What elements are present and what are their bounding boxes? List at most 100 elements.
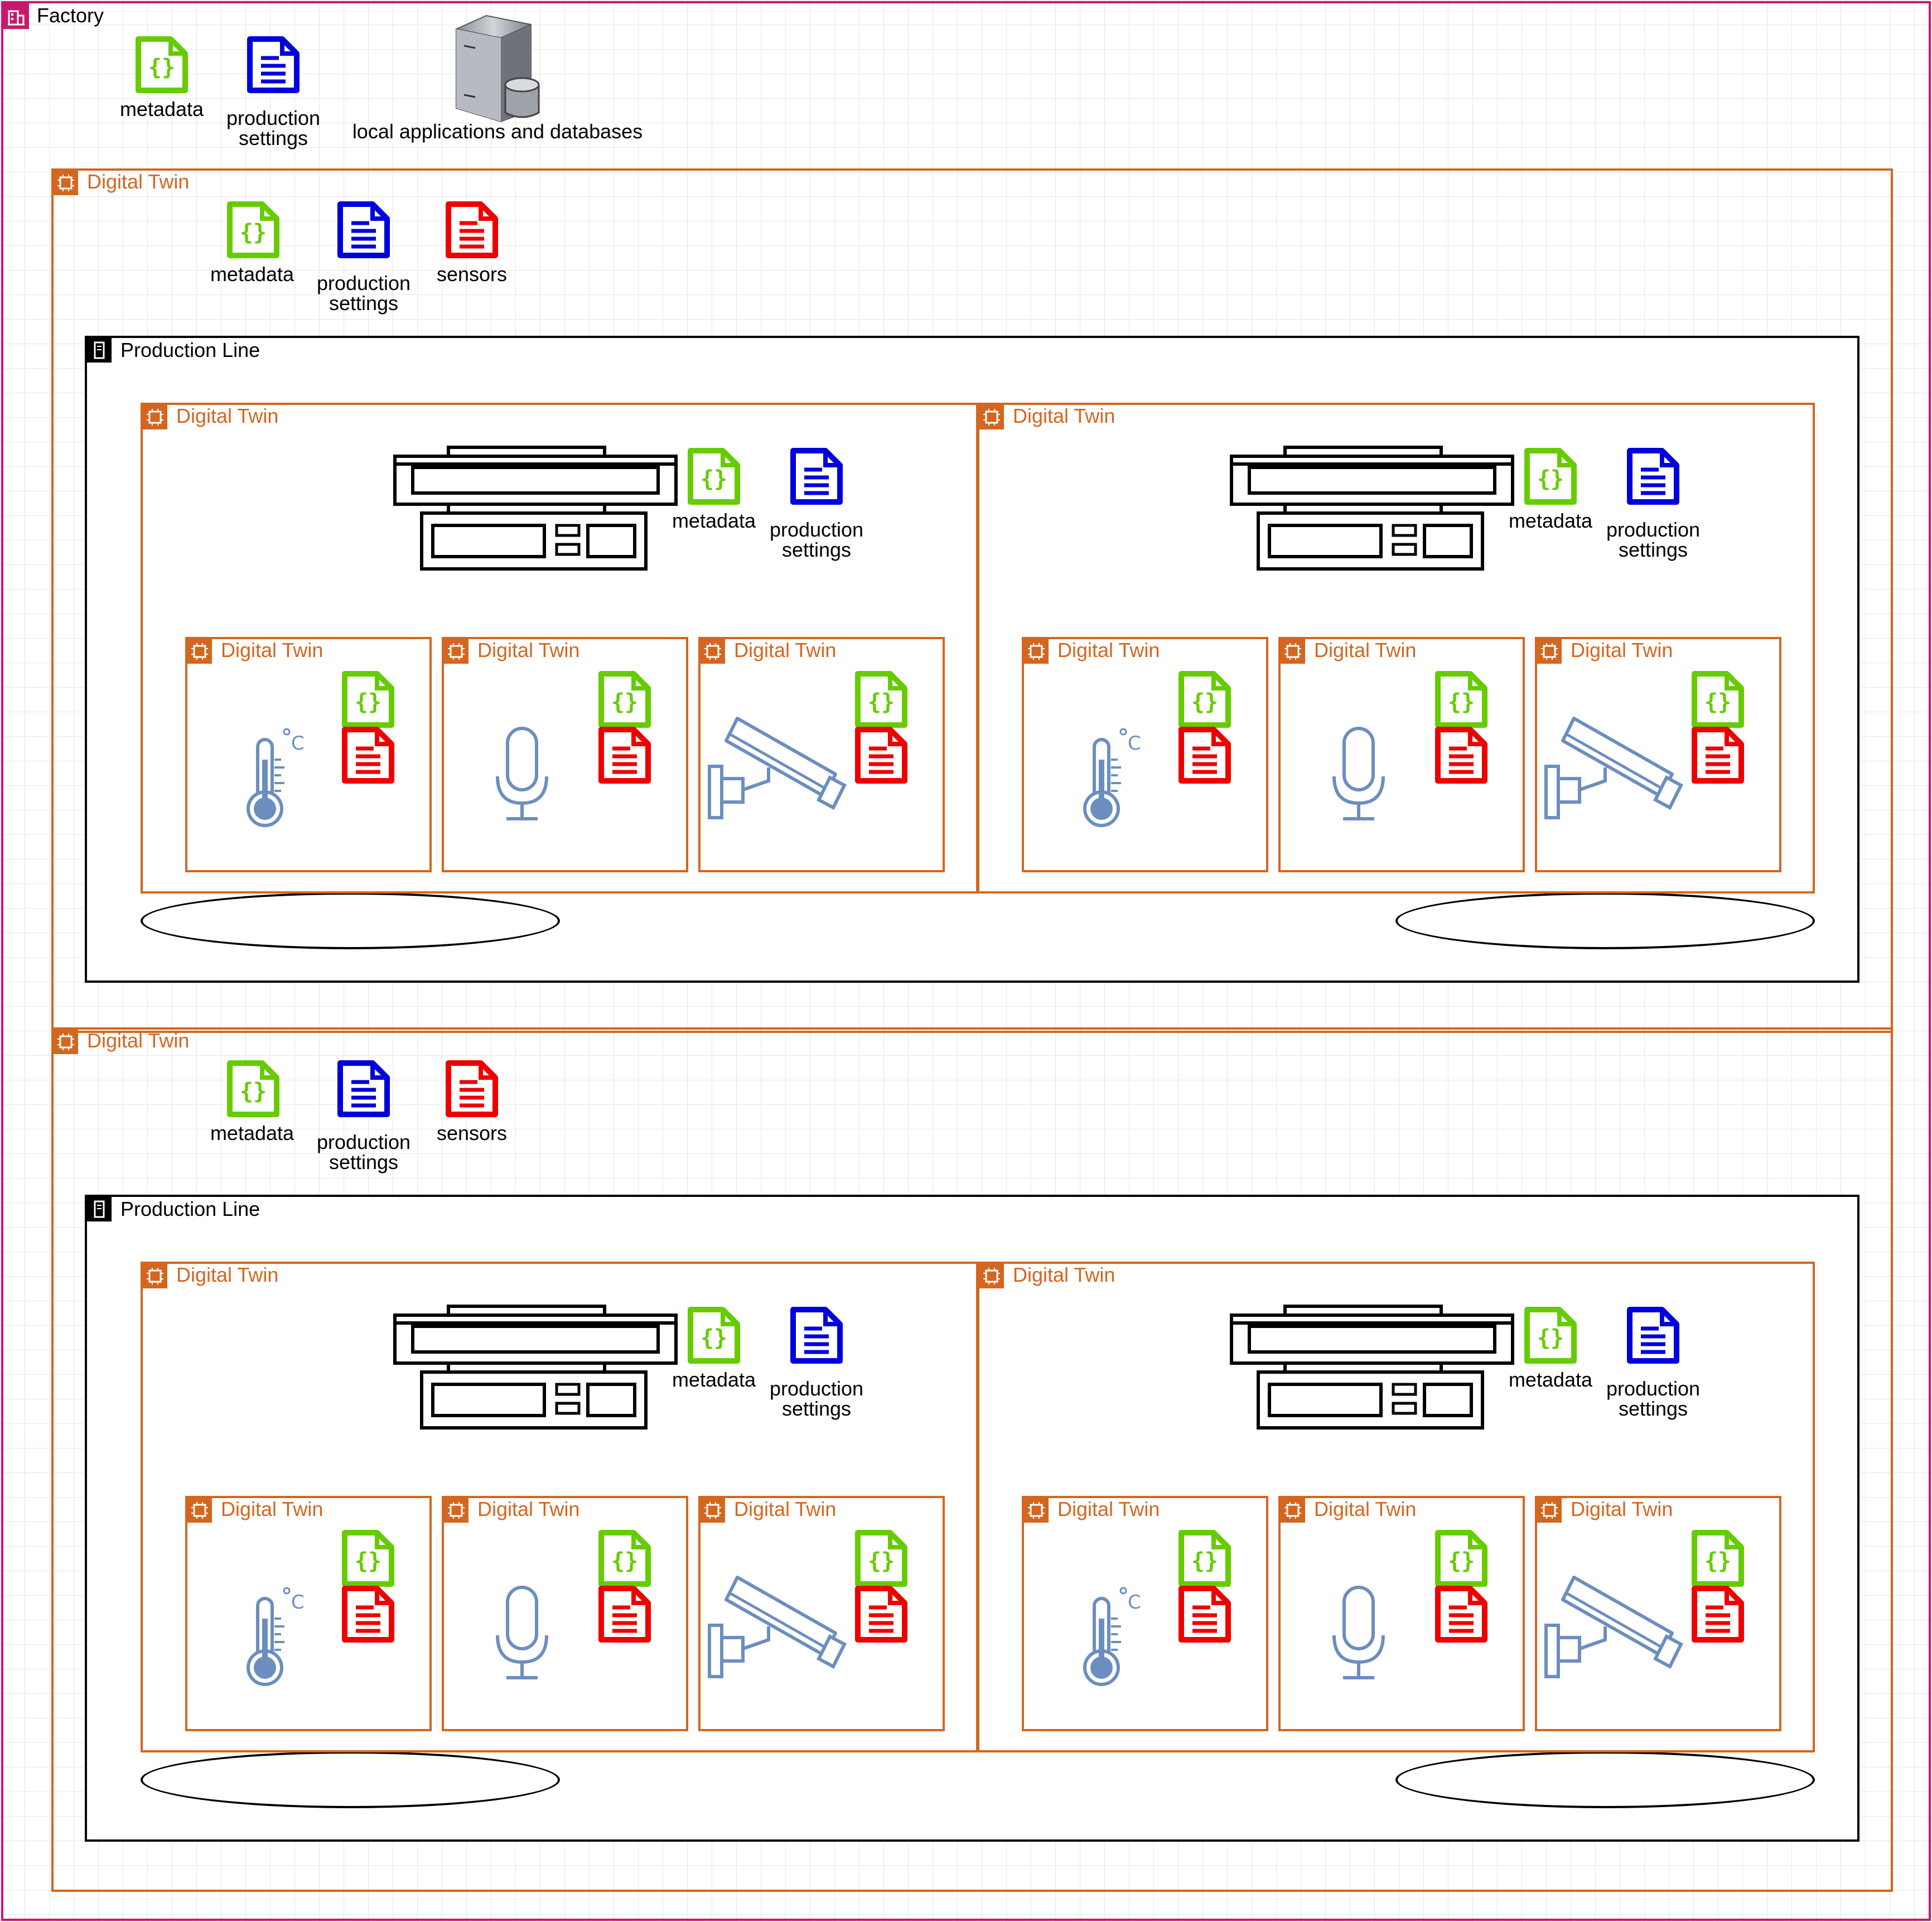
microphone-icon bbox=[1332, 727, 1385, 820]
digital-twin-group bbox=[51, 168, 1893, 1033]
digital-twin-label: Digital Twin bbox=[1314, 639, 1417, 661]
security-camera-icon bbox=[1544, 1576, 1683, 1678]
digital-twin-group bbox=[698, 1496, 945, 1731]
metadata-icon: {} bbox=[342, 671, 394, 728]
production-line-label: Production Line bbox=[120, 1197, 260, 1220]
production-line-group bbox=[85, 336, 1859, 983]
metadata-icon: {} bbox=[342, 1530, 394, 1587]
digital-twin-label: Digital Twin bbox=[221, 1498, 323, 1520]
sensors-icon bbox=[855, 727, 907, 784]
metadata-caption: metadata bbox=[672, 509, 756, 532]
microphone-icon bbox=[1332, 1586, 1385, 1679]
digital-twin-group bbox=[1022, 1496, 1268, 1731]
svg-text:C: C bbox=[291, 732, 305, 755]
thermometer-icon: C bbox=[247, 1587, 305, 1686]
svg-text:{}: {} bbox=[868, 689, 895, 715]
chip-icon bbox=[701, 1498, 725, 1523]
metadata-caption: metadata bbox=[1508, 509, 1593, 532]
industrial-machine-icon bbox=[1230, 446, 1514, 571]
conveyor-ellipse bbox=[1395, 892, 1815, 949]
digital-twin-label: Digital Twin bbox=[87, 170, 190, 193]
thermometer-icon: C bbox=[1083, 1587, 1141, 1686]
sensors-icon bbox=[342, 727, 394, 784]
sensors-icon bbox=[446, 1060, 498, 1117]
metadata-icon: {} bbox=[855, 671, 907, 728]
svg-text:{}: {} bbox=[611, 689, 638, 715]
sensors-icon bbox=[855, 1586, 907, 1643]
chip-icon bbox=[187, 1498, 212, 1523]
svg-text:{}: {} bbox=[1537, 466, 1564, 492]
metadata-icon: {} bbox=[1178, 671, 1231, 728]
microphone-icon bbox=[496, 727, 548, 820]
metadata-icon: {} bbox=[1524, 448, 1577, 505]
chip-icon bbox=[1024, 1498, 1049, 1523]
digital-twin-label: Digital Twin bbox=[477, 639, 580, 661]
security-camera-icon bbox=[1544, 717, 1683, 819]
svg-text:{}: {} bbox=[1448, 1548, 1475, 1574]
metadata-caption: metadata bbox=[672, 1368, 756, 1391]
digital-twin-group bbox=[698, 637, 945, 872]
production-line-group bbox=[85, 1195, 1859, 1842]
digital-twin-label: Digital Twin bbox=[176, 1263, 279, 1286]
production-settings-icon bbox=[790, 1307, 843, 1364]
svg-text:C: C bbox=[1128, 1591, 1141, 1614]
industrial-machine-icon bbox=[393, 446, 678, 571]
digital-twin-label: Digital Twin bbox=[1571, 1498, 1673, 1520]
svg-text:C: C bbox=[291, 1591, 305, 1614]
svg-text:{}: {} bbox=[240, 1079, 267, 1104]
chip-icon bbox=[54, 171, 78, 195]
production-line-label: Production Line bbox=[120, 339, 260, 361]
digital-twin-group bbox=[442, 1496, 688, 1731]
sensors-caption: sensors bbox=[436, 263, 508, 286]
industrial-machine-icon bbox=[1230, 1305, 1514, 1430]
chip-icon bbox=[1281, 639, 1305, 664]
digital-twin-label: Digital Twin bbox=[221, 639, 323, 661]
digital-twin-label: Digital Twin bbox=[477, 1498, 580, 1520]
conveyor-ellipse bbox=[141, 892, 560, 949]
chip-icon bbox=[979, 405, 1004, 429]
chip-icon bbox=[1281, 1498, 1305, 1523]
svg-text:{}: {} bbox=[1191, 1548, 1218, 1574]
chip-icon bbox=[979, 1264, 1004, 1288]
svg-text:{}: {} bbox=[1191, 689, 1218, 715]
sensors-icon bbox=[1178, 1586, 1231, 1643]
conveyor-ellipse bbox=[141, 1751, 560, 1808]
digital-twin-group bbox=[1535, 1496, 1781, 1731]
local-apps-caption: local applications and databases bbox=[352, 120, 643, 143]
digital-twin-group bbox=[51, 1027, 1893, 1892]
metadata-icon: {} bbox=[855, 1530, 907, 1587]
security-camera-icon bbox=[708, 717, 847, 819]
sensors-icon bbox=[598, 1586, 651, 1643]
digital-twin-group bbox=[1278, 1496, 1525, 1731]
metadata-icon: {} bbox=[688, 448, 740, 505]
chip-icon bbox=[187, 639, 212, 664]
svg-text:C: C bbox=[1128, 732, 1141, 755]
digital-twin-group bbox=[185, 637, 432, 872]
metadata-icon: {} bbox=[227, 201, 279, 258]
svg-text:{}: {} bbox=[1537, 1325, 1564, 1351]
digital-twin-group bbox=[442, 637, 688, 872]
svg-text:{}: {} bbox=[355, 689, 381, 715]
chip-icon bbox=[701, 639, 725, 664]
microphone-icon bbox=[496, 1586, 548, 1679]
svg-text:{}: {} bbox=[240, 220, 267, 245]
sensors-icon bbox=[598, 727, 651, 784]
metadata-icon: {} bbox=[227, 1060, 279, 1117]
production-settings-icon bbox=[790, 448, 843, 505]
metadata-caption: metadata bbox=[210, 263, 294, 286]
rack-icon bbox=[87, 1197, 112, 1221]
digital-twin-group bbox=[1535, 637, 1781, 872]
server-database-icon bbox=[456, 15, 540, 123]
production-settings-icon bbox=[337, 201, 390, 258]
sensors-icon bbox=[1435, 1586, 1487, 1643]
rack-icon bbox=[87, 338, 112, 363]
digital-twin-label: Digital Twin bbox=[734, 1498, 837, 1520]
metadata-icon: {} bbox=[598, 1530, 651, 1587]
chip-icon bbox=[143, 1264, 167, 1288]
